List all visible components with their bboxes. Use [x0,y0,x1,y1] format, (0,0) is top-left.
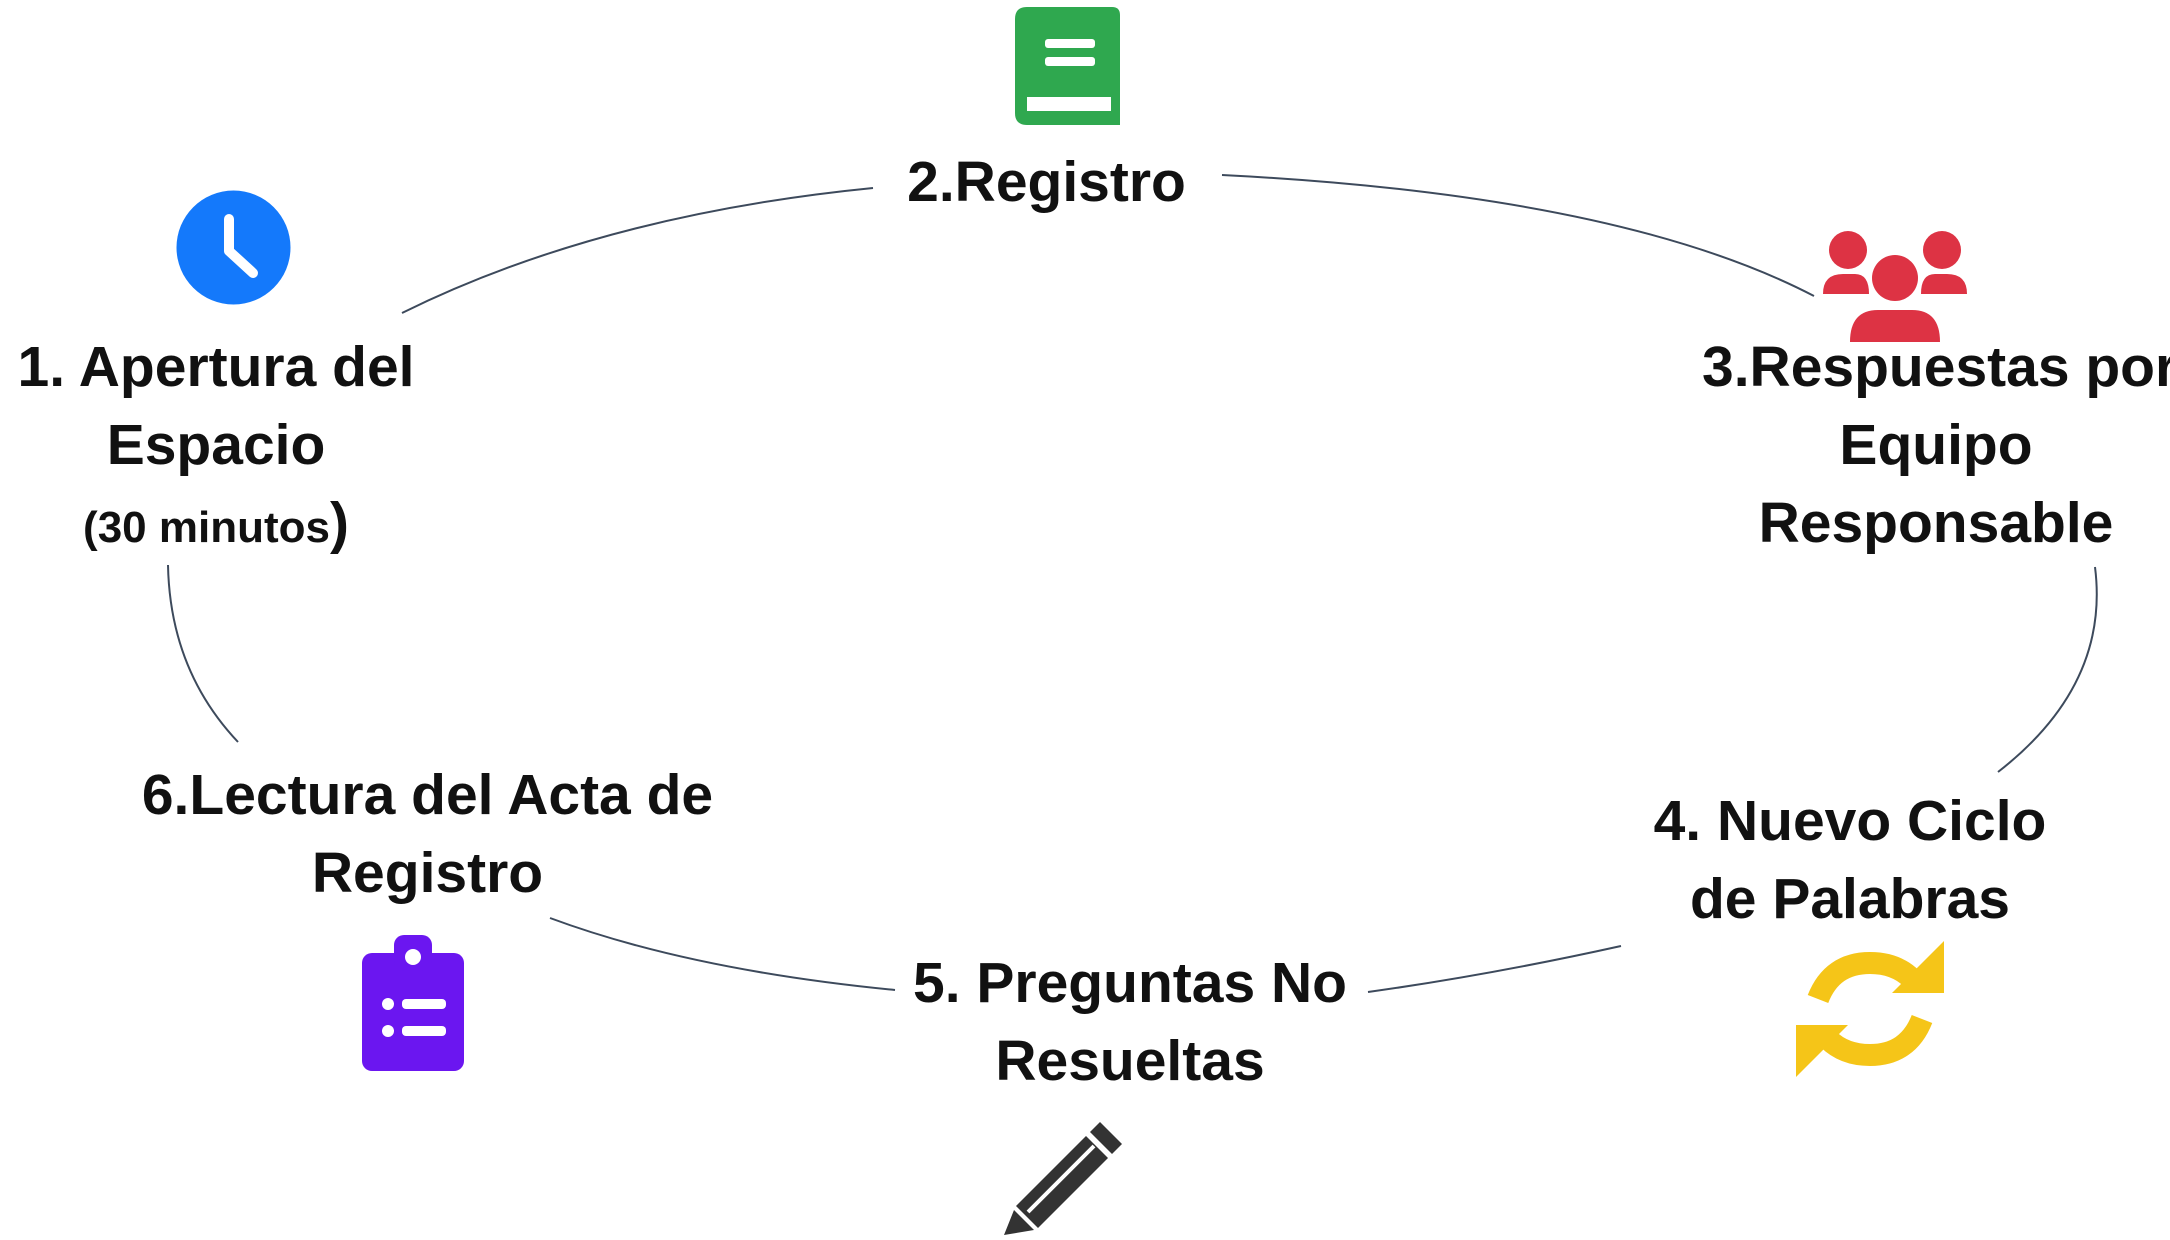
step-5-title-line-1: 5. Preguntas No [913,951,1347,1015]
clipboard-list-icon [362,935,464,1071]
step-2-label: 2.Registro [880,143,1213,221]
step-3-title-line-1: 3.Respuestas por [1702,335,2170,399]
connector-4-5 [1367,945,1622,993]
step-4-title-line-1: 4. Nuevo Ciclo [1653,789,2047,853]
step-1-note-close: ) [329,491,349,555]
step-1-title-line-1: 1. Apertura del [17,335,415,399]
step-6-label: 6.Lectura del Acta de Registro [140,756,715,912]
connector-3-4 [1997,566,2098,773]
refresh-icon [1796,941,1944,1077]
book-icon [1015,7,1120,125]
step-5-title-line-2: Resueltas [995,1029,1265,1093]
step-3-title-line-2: Equipo [1839,413,2033,477]
step-4-title-line-2: de Palabras [1689,867,2010,931]
step-1-title-line-2: Espacio [106,413,326,477]
step-3-label: 3.Respuestas por Equipo Responsable [1702,328,2170,562]
connector-6-1 [167,564,239,743]
step-1-label: 1. Apertura del Espacio (30 minutos) [0,328,432,567]
step-5-label: 5. Preguntas No Resueltas [895,944,1365,1100]
people-icon [1823,230,1967,342]
step-1-duration-note: (30 minutos [83,503,330,552]
connector-1-2 [401,187,874,314]
step-6-title-line-2: Registro [311,841,544,905]
connector-5-6 [549,917,896,991]
connector-2-3 [1221,174,1815,297]
step-4-label: 4. Nuevo Ciclo de Palabras [1640,782,2060,938]
step-6-title-line-1: 6.Lectura del Acta de [141,763,714,827]
step-3-title-line-3: Responsable [1758,491,2114,555]
step-2-title: 2.Registro [907,150,1186,214]
clock-icon [175,189,292,306]
pencil-icon [1004,1120,1124,1235]
